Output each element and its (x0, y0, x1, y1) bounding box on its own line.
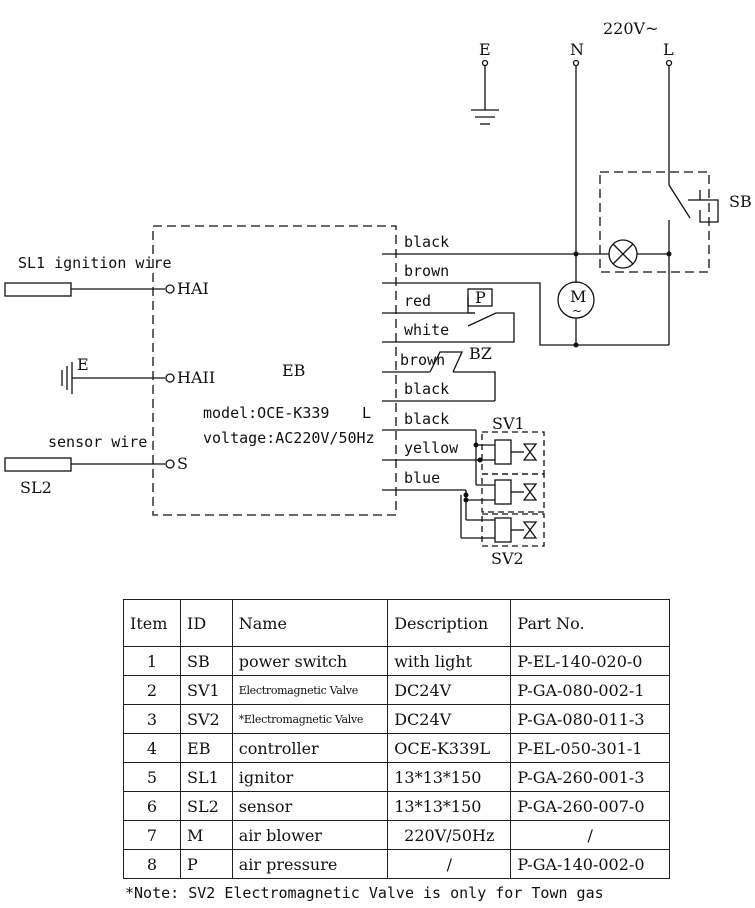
table-cell: 6 (122, 791, 182, 821)
table-cell: sensor (231, 791, 389, 821)
table-cell: Electromagnetic Valve (231, 675, 389, 705)
wire-label: brown (404, 262, 449, 280)
sv1-label: SV1 (492, 414, 525, 433)
wire-label: black (404, 410, 449, 428)
table-cell: P-GA-080-011-3 (510, 704, 670, 734)
column-header: Part No. (510, 599, 670, 647)
s-label: S (177, 454, 188, 473)
power-switch-box (599, 171, 710, 273)
wire-label: yellow (404, 439, 459, 457)
table-cell: *Electromagnetic Valve (231, 704, 389, 734)
motor-symbol (557, 281, 595, 319)
table-row: 2 SV1 Electromagnetic Valve DC24V P-GA-0… (122, 675, 670, 705)
table-cell: with light (387, 646, 512, 676)
terminal-e-label: E (479, 40, 491, 59)
controller-voltage: voltage:AC220V/50Hz (203, 429, 375, 447)
table-cell: 8 (122, 849, 182, 879)
switch-label: SB (729, 192, 752, 211)
table-cell: 13*13*150 (387, 762, 512, 792)
wire-label: black (404, 380, 449, 398)
wire-label: black (404, 233, 449, 251)
table-cell: P (180, 849, 233, 879)
table-cell: power switch (231, 646, 389, 676)
table-cell: OCE-K339L (387, 733, 512, 763)
hai-label: HAI (177, 279, 209, 298)
table-row: 5 SL1 ignitor 13*13*150 P-GA-260-001-3 (122, 762, 670, 792)
table-cell: EB (180, 733, 233, 763)
parts-table: Item ID Name Description Part No. 1 SB p… (122, 599, 670, 879)
table-cell: air blower (231, 820, 389, 850)
pressure-label: P (475, 288, 486, 307)
table-cell: air pressure (231, 849, 389, 879)
wire-label: white (404, 321, 449, 339)
table-row: 4 EB controller OCE-K339L P-EL-050-301-1 (122, 733, 670, 763)
supply-label: 220V~ (603, 19, 659, 38)
table-cell: P-GA-140-002-0 (510, 849, 670, 879)
table-cell: controller (231, 733, 389, 763)
table-cell: P-EL-050-301-1 (510, 733, 670, 763)
table-cell: SL1 (180, 762, 233, 792)
table-cell: 2 (122, 675, 182, 705)
table-cell: 1 (122, 646, 182, 676)
table-cell: 5 (122, 762, 182, 792)
table-cell: 220V/50Hz (387, 820, 512, 850)
earth-label: E (77, 355, 89, 374)
sv2-label: SV2 (491, 549, 524, 568)
table-header-row: Item ID Name Description Part No. (122, 599, 670, 647)
table-cell: SB (180, 646, 233, 676)
table-cell: 3 (122, 704, 182, 734)
table-cell: SL2 (180, 791, 233, 821)
sl2-label: SL2 (20, 478, 52, 497)
table-cell: P-GA-260-007-0 (510, 791, 670, 821)
motor-sub-label: ~ (572, 304, 582, 318)
table-cell: M (180, 820, 233, 850)
controller-model-suffix: L (362, 404, 371, 422)
table-cell: P-EL-140-020-0 (510, 646, 670, 676)
terminal-l-label: L (663, 40, 674, 59)
wire-label: blue (404, 469, 440, 487)
wiring-diagram: 220V~ E N L SB SL1 ignition wire E senso… (4, 19, 752, 568)
wire-label: brown (400, 351, 445, 369)
table-row: 8 P air pressure / P-GA-140-002-0 (122, 849, 670, 879)
table-row: 3 SV2 *Electromagnetic Valve DC24V P-GA-… (122, 704, 670, 734)
sensor-rod (4, 457, 72, 472)
table-cell: P-GA-260-001-3 (510, 762, 670, 792)
column-header: Name (231, 599, 389, 647)
table-cell: P-GA-080-002-1 (510, 675, 670, 705)
haii-label: HAII (177, 368, 215, 387)
controller-name: EB (282, 361, 305, 380)
table-row: 7 M air blower 220V/50Hz / (122, 820, 670, 850)
footnote: *Note: SV2 Electromagnetic Valve is only… (125, 884, 604, 902)
terminal-n-label: N (570, 40, 584, 59)
buzzer-label: BZ (469, 344, 492, 363)
column-header: Description (387, 599, 512, 647)
wire-label: red (404, 292, 431, 310)
table-cell: SV2 (180, 704, 233, 734)
table-cell: DC24V (387, 675, 512, 705)
ignition-wire-label: SL1 ignition wire (18, 254, 172, 272)
motor-label: M (570, 287, 586, 306)
controller-model: model:OCE-K339 (203, 404, 329, 422)
table-cell: DC24V (387, 704, 512, 734)
table-cell: / (387, 849, 512, 879)
table-row: 6 SL2 sensor 13*13*150 P-GA-260-007-0 (122, 791, 670, 821)
column-header: ID (180, 599, 233, 647)
table-cell: 13*13*150 (387, 791, 512, 821)
table-cell: 7 (122, 820, 182, 850)
ignitor-rod (4, 282, 72, 297)
table-cell: 4 (122, 733, 182, 763)
column-header: Item (122, 599, 182, 647)
table-cell: SV1 (180, 675, 233, 705)
sensor-wire-label: sensor wire (48, 433, 147, 451)
table-cell: / (510, 820, 670, 850)
table-cell: ignitor (231, 762, 389, 792)
table-row: 1 SB power switch with light P-EL-140-02… (122, 646, 670, 676)
